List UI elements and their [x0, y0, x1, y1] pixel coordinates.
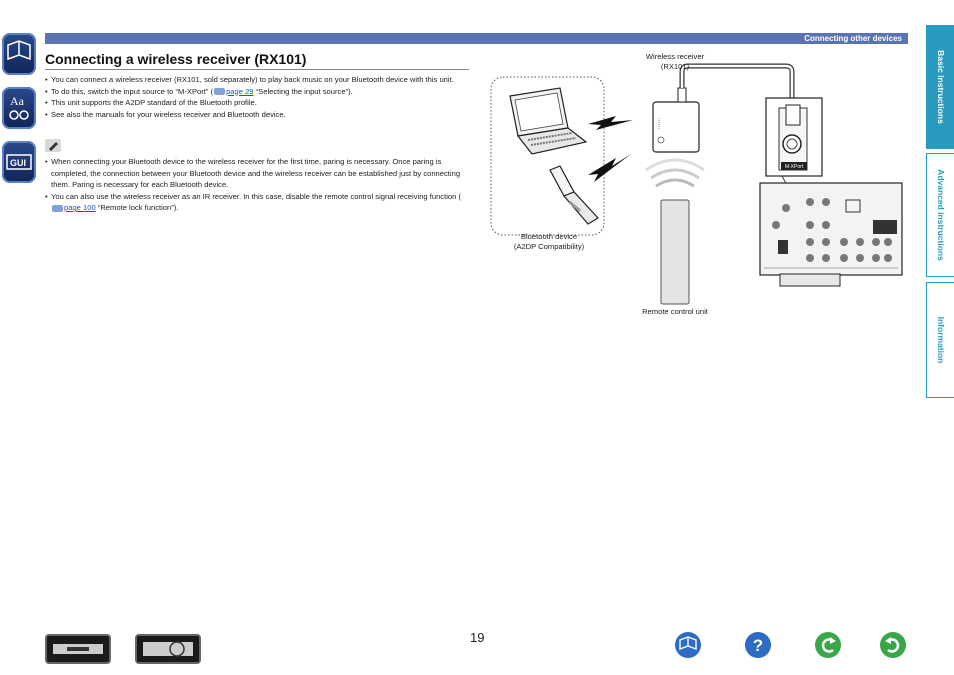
contents-icon[interactable] — [675, 632, 701, 658]
phone-icon — [549, 165, 599, 225]
bullet-text: See also the manuals for your wireless r… — [51, 109, 286, 119]
list-item: You can also use the wireless receiver a… — [45, 191, 469, 214]
manual-icon[interactable] — [2, 33, 36, 75]
section-title: Connecting other devices — [804, 34, 902, 43]
wireless-receiver-icon — [652, 87, 700, 153]
reference-icon — [214, 88, 226, 95]
svg-text:Aa: Aa — [10, 94, 25, 108]
page-link[interactable]: page 29 — [226, 86, 254, 96]
tab-information[interactable]: Information — [926, 282, 954, 398]
page-title: Connecting a wireless receiver (RX101) — [45, 51, 307, 67]
list-item: When connecting your Bluetooth device to… — [45, 156, 469, 191]
bluetooth-group-outline — [490, 76, 605, 236]
svg-text:?: ? — [753, 636, 763, 655]
tab-basic-instructions[interactable]: Basic instructions — [926, 25, 954, 149]
back-icon[interactable] — [815, 632, 841, 658]
tab-advanced-instructions[interactable]: Advanced instructions — [926, 153, 954, 277]
note-text: When connecting your Bluetooth device to… — [51, 157, 461, 189]
reference-icon — [52, 204, 63, 212]
help-icon[interactable]: ? — [745, 632, 771, 658]
front-panel-icon[interactable] — [45, 634, 111, 664]
title-rule — [45, 69, 469, 70]
mxport-zoom-panel: M-XPort — [765, 97, 823, 177]
page-link[interactable]: page 100 — [64, 203, 96, 212]
note-text: “Remote lock function”). — [95, 203, 179, 212]
gui-icon[interactable]: GUI — [2, 141, 36, 183]
wireless-receiver-label: Wireless receiver(RX101) — [645, 52, 705, 71]
forward-icon[interactable] — [880, 632, 906, 658]
connection-diagram: M-XPort — [490, 63, 903, 305]
note-icon — [45, 139, 61, 152]
remote-control-icon — [645, 158, 705, 305]
rear-panel-icon[interactable] — [135, 634, 201, 664]
list-item: You can connect a wireless receiver (RX1… — [45, 74, 469, 86]
note-text: You can also use the wireless receiver a… — [51, 191, 461, 201]
bullet-text: “Selecting the input source”). — [253, 86, 353, 96]
page-number: 19 — [470, 630, 485, 645]
notes-list: When connecting your Bluetooth device to… — [45, 156, 469, 214]
bullet-text: This unit supports the A2DP standard of … — [51, 98, 257, 107]
svg-text:GUI: GUI — [10, 158, 26, 168]
wireless-signal-icon — [588, 154, 631, 182]
bullet-list: You can connect a wireless receiver (RX1… — [45, 74, 469, 120]
port-label: M-XPort — [785, 164, 804, 170]
glossary-icon[interactable]: Aa — [2, 87, 36, 129]
list-item: To do this, switch the input source to “… — [45, 86, 469, 98]
list-item: See also the manuals for your wireless r… — [45, 109, 469, 121]
remote-label: Remote control unit — [642, 307, 708, 316]
header-bar: Connecting other devices — [45, 33, 908, 44]
bluetooth-device-label: Bluetooth device(A2DP Compatibility) — [513, 232, 585, 251]
list-item: This unit supports the A2DP standard of … — [45, 97, 469, 109]
bullet-text: You can connect a wireless receiver (RX1… — [51, 75, 454, 84]
laptop-icon — [509, 87, 588, 155]
bullet-text: To do this, switch the input source to “… — [51, 86, 214, 96]
wireless-signal-icon — [588, 116, 633, 130]
rear-panel-illustration — [759, 182, 903, 287]
